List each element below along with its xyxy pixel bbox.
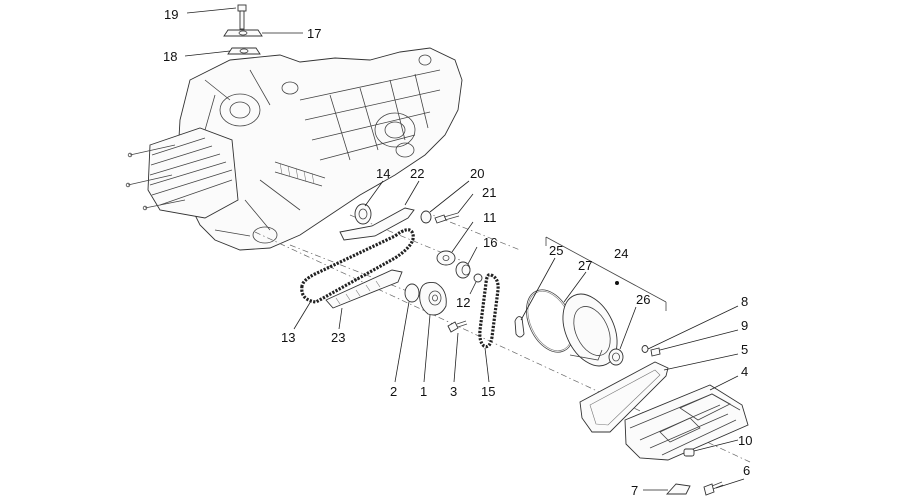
callout-17: 17 [307, 26, 321, 41]
callout-12: 12 [456, 295, 470, 310]
callout-14: 14 [376, 166, 390, 181]
engine-crankcase [125, 47, 463, 251]
callout-3: 3 [450, 384, 457, 399]
callout-8: 8 [741, 294, 748, 309]
leader-lines [184, 7, 745, 491]
callout-7: 7 [631, 483, 638, 498]
sump-assembly [579, 345, 749, 496]
cover-group [514, 236, 667, 367]
callout-27: 27 [578, 258, 592, 273]
callout-2: 2 [390, 384, 397, 399]
callout-18: 18 [163, 49, 177, 64]
chain-tensioner-assembly [223, 4, 263, 55]
callout-1: 1 [420, 384, 427, 399]
callout-15: 15 [481, 384, 495, 399]
callout-25: 25 [549, 243, 563, 258]
callout-labels: 19 17 18 14 22 20 21 11 16 25 24 27 26 1… [163, 7, 752, 498]
pump-chain [478, 273, 500, 349]
callout-4: 4 [741, 364, 748, 379]
callout-26: 26 [636, 292, 650, 307]
callout-22: 22 [410, 166, 424, 181]
callout-16: 16 [483, 235, 497, 250]
timing-chain [300, 228, 415, 304]
callout-13: 13 [281, 330, 295, 345]
sprocket-and-guides [339, 203, 483, 283]
callout-20: 20 [470, 166, 484, 181]
lower-chain-guide [325, 269, 403, 309]
callout-19: 19 [164, 7, 178, 22]
callout-10: 10 [738, 433, 752, 448]
callout-9: 9 [741, 318, 748, 333]
oil-pump [404, 281, 468, 333]
callout-6: 6 [743, 463, 750, 478]
callout-23: 23 [331, 330, 345, 345]
callout-24: 24 [614, 246, 628, 261]
callout-11: 11 [483, 210, 497, 225]
callout-21: 21 [482, 185, 496, 200]
callout-5: 5 [741, 342, 748, 357]
